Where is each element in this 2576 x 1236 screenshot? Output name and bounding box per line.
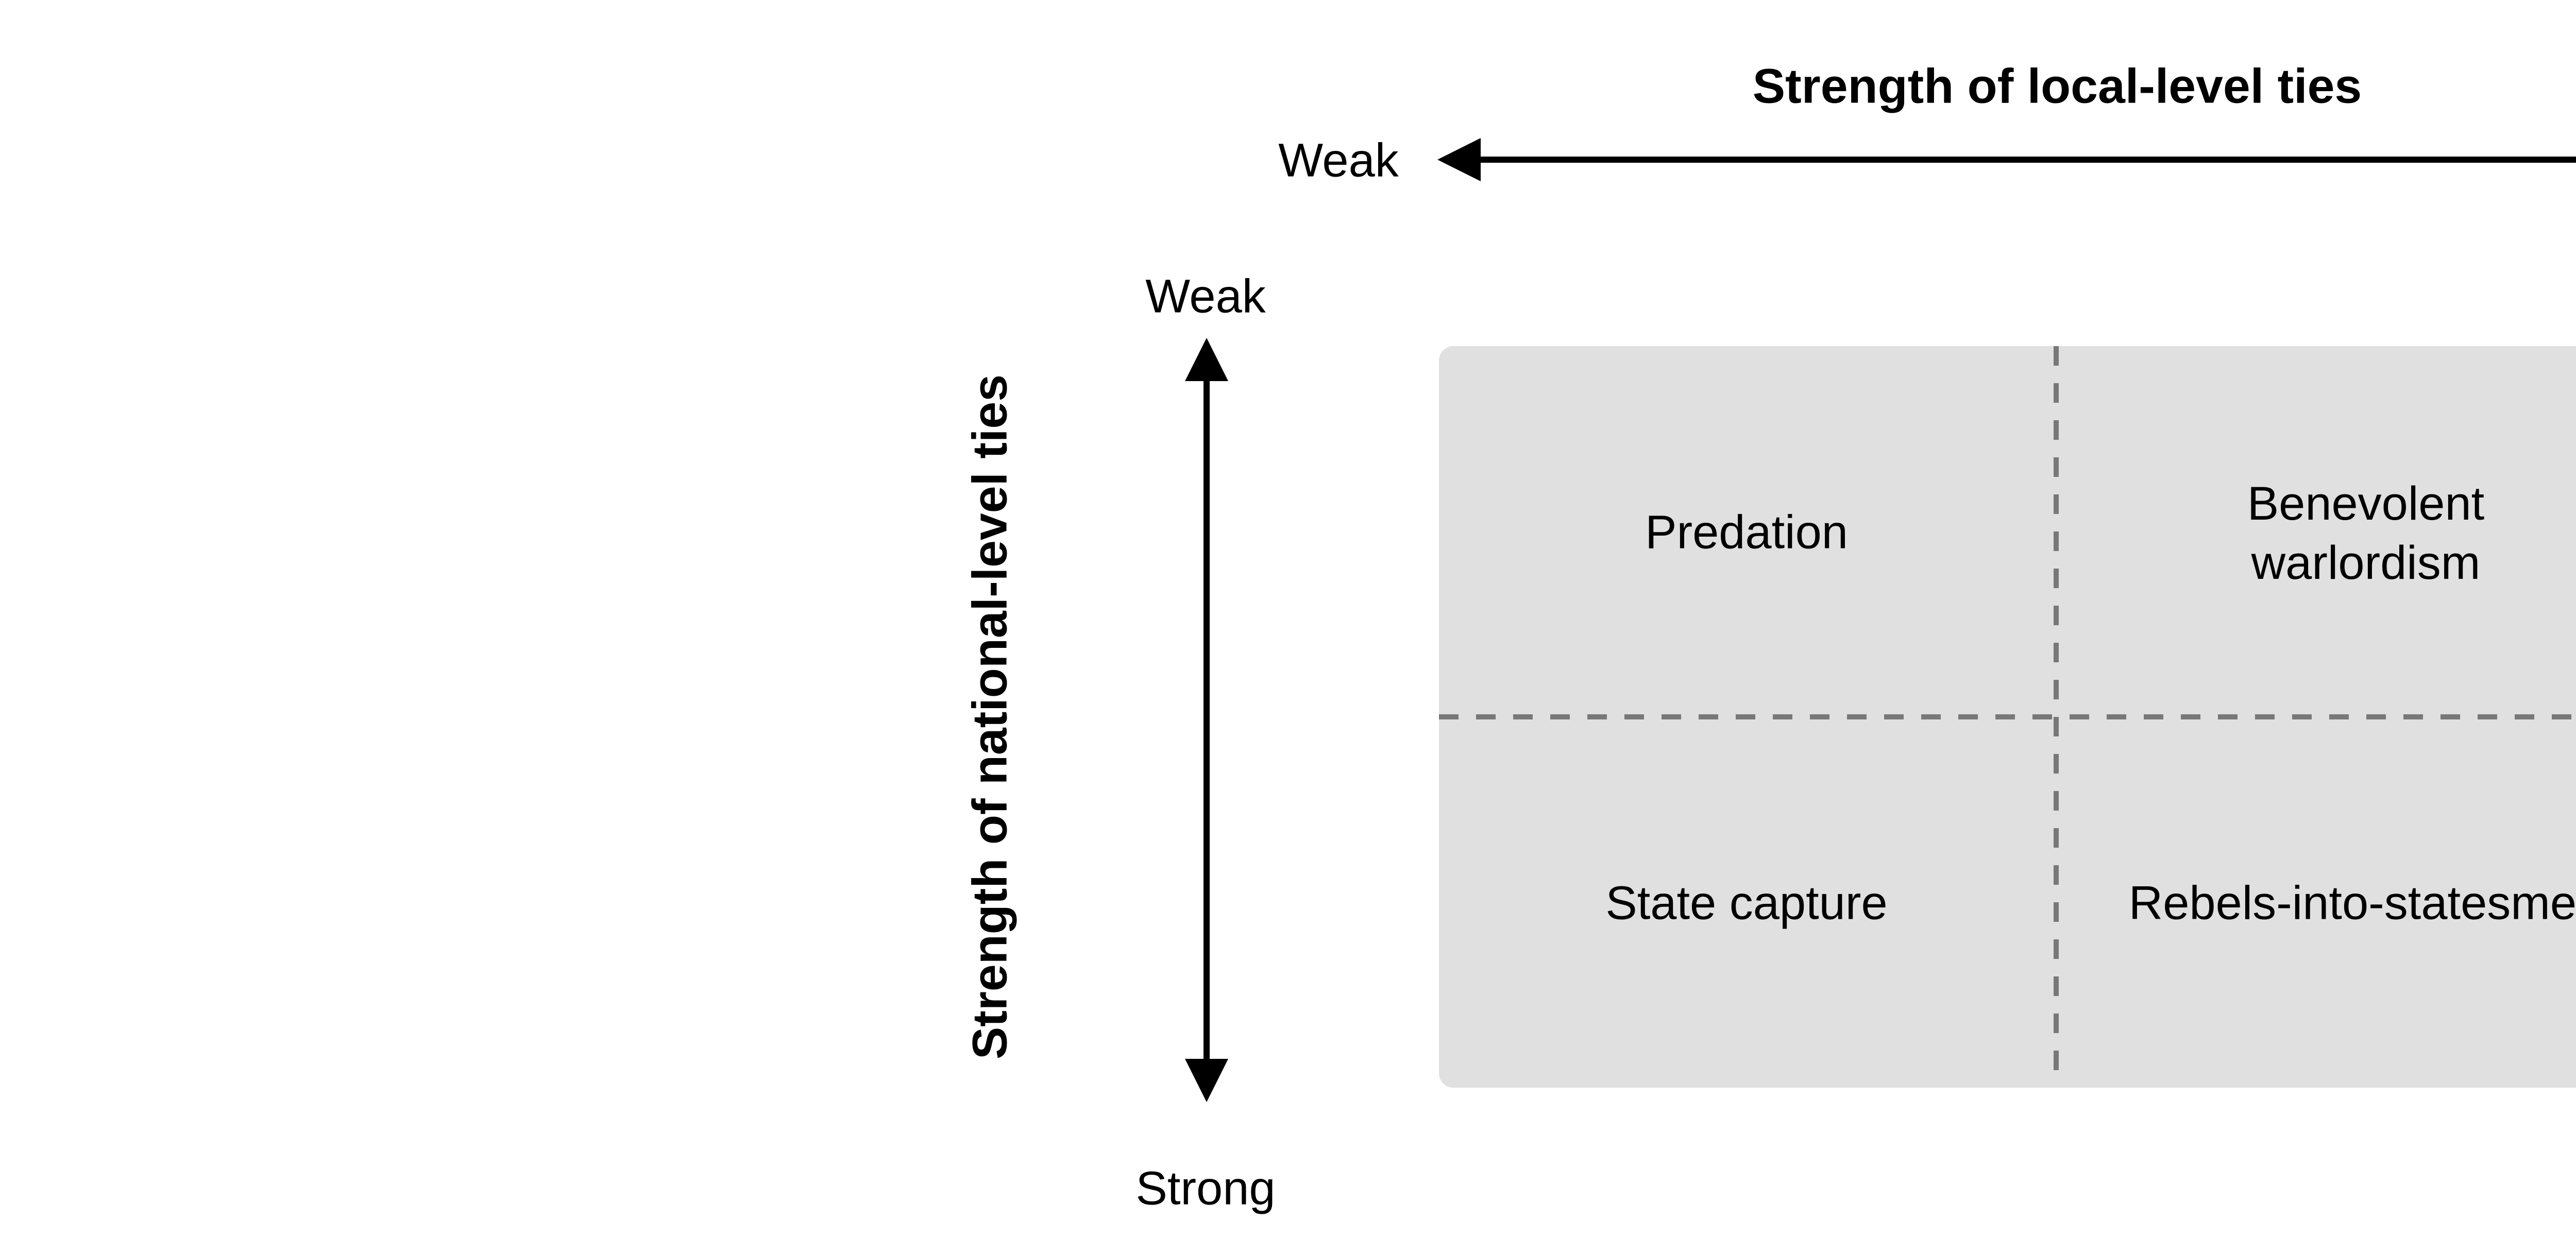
arrowhead-left-icon xyxy=(1437,138,1481,181)
y-axis-strong-label: Strong xyxy=(1136,1162,1276,1215)
quadrant-label-bottom-right: Rebels-into-statesmen xyxy=(2128,877,2576,930)
x-axis-arrow-line xyxy=(1473,157,2576,163)
y-axis-title: Strength of national-level ties xyxy=(962,374,1018,1060)
quadrant-label-bottom-left: State capture xyxy=(1605,877,1888,930)
arrowhead-up-icon xyxy=(1185,338,1228,381)
y-axis-arrow-line xyxy=(1204,376,1210,1069)
x-axis-title: Strength of local-level ties xyxy=(1752,59,2362,114)
dashed-vertical-divider xyxy=(2054,346,2059,1088)
x-axis-weak-label: Weak xyxy=(1278,134,1399,187)
quadrant-label-top-right: Benevolent warlordism xyxy=(2247,477,2485,589)
dashed-horizontal-divider xyxy=(1439,714,2576,719)
quadrant-label-top-left: Predation xyxy=(1645,506,1848,559)
arrowhead-down-icon xyxy=(1185,1059,1228,1102)
y-axis-weak-label: Weak xyxy=(1145,270,1266,323)
